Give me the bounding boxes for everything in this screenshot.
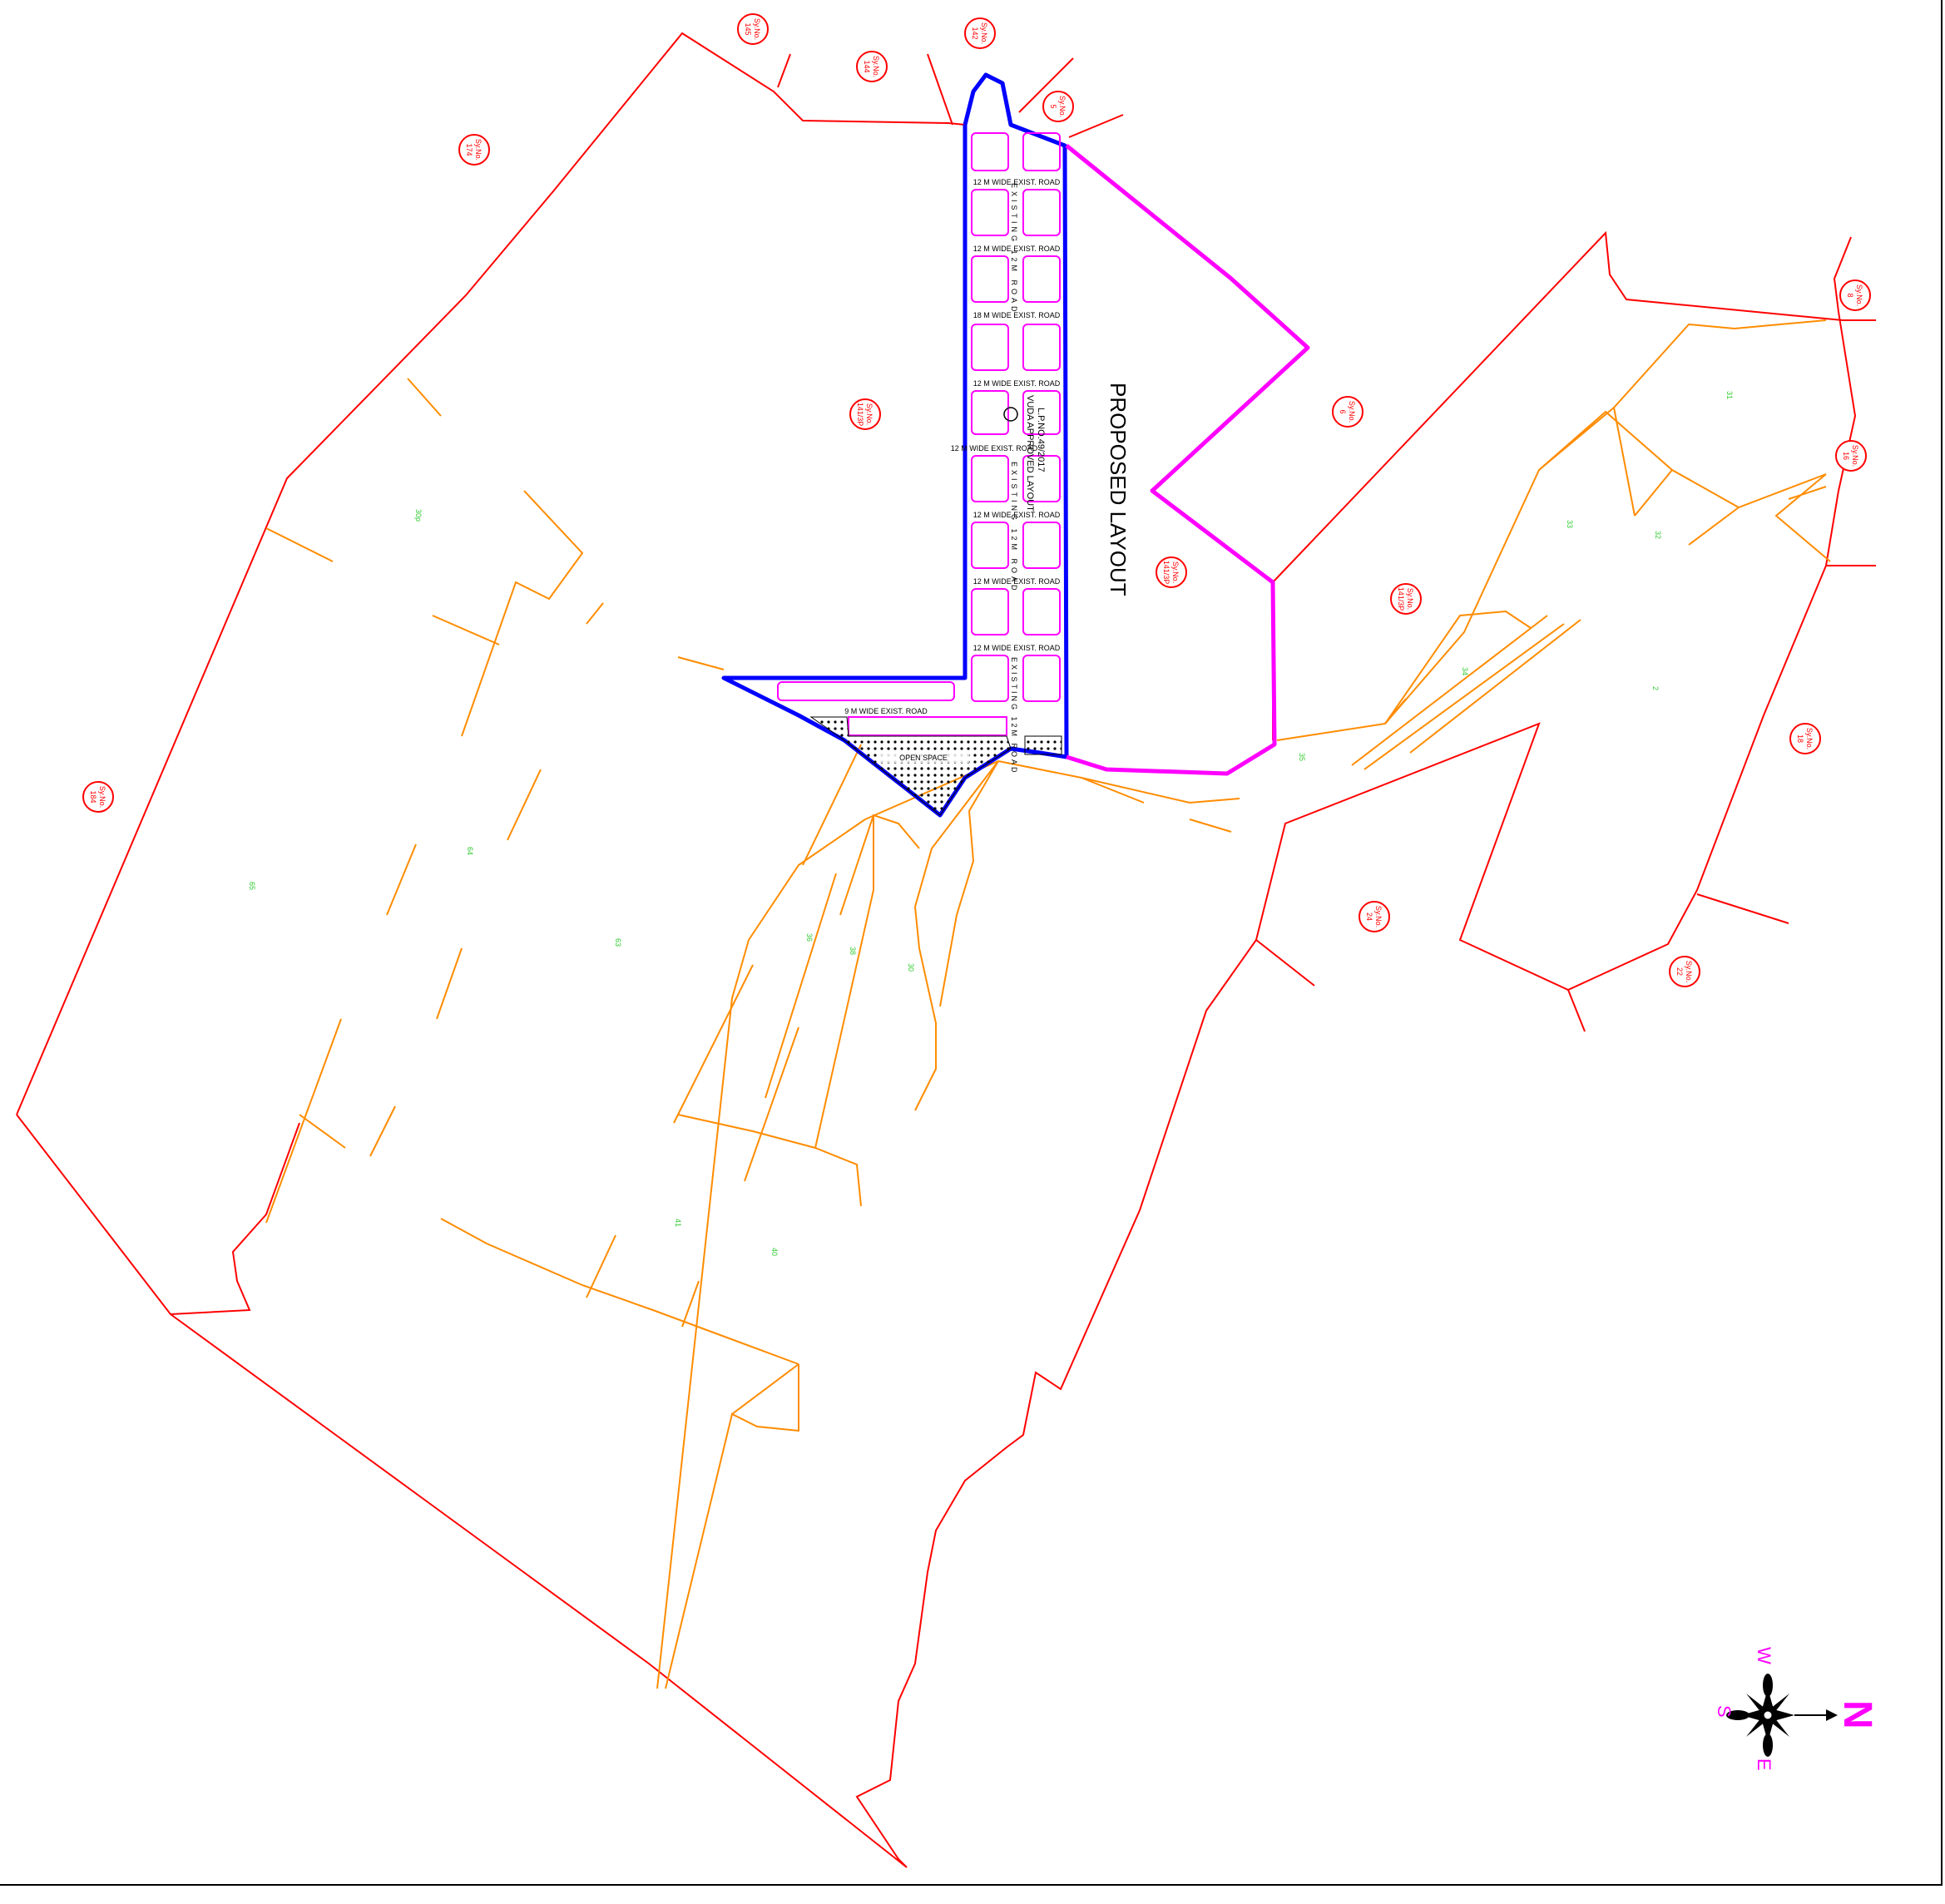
svg-text:24: 24	[1365, 912, 1373, 921]
compass-north: N	[1835, 1700, 1879, 1729]
svg-text:Sy.No.: Sy.No.	[98, 786, 106, 808]
sub-number: 30p	[414, 509, 423, 522]
sub-number: 33	[1566, 520, 1574, 528]
approved-layout-label: VUDA APPROVED LAYOUT	[1025, 395, 1035, 512]
svg-text:Sy.No.: Sy.No.	[1058, 96, 1067, 117]
sub-number: 35	[1298, 753, 1306, 761]
road-label: 12 M WIDE EXIST. ROAD	[973, 644, 1061, 652]
svg-text:Sy.No.: Sy.No.	[1851, 445, 1859, 467]
road-label: EXISTING 12M ROAD	[1010, 183, 1018, 315]
svg-text:144: 144	[863, 60, 871, 72]
road-label: 12 M WIDE EXIST. ROAD	[973, 577, 1061, 586]
svg-text:Sy.No.: Sy.No.	[1374, 906, 1383, 927]
survey-marker: Sy.No.8	[1839, 279, 1871, 311]
survey-marker: Sy.No.174	[458, 134, 490, 166]
survey-marker: Sy.No.145	[737, 13, 769, 45]
svg-text:16: 16	[1842, 452, 1850, 460]
road-label: 12 M WIDE EXIST. ROAD	[973, 379, 1061, 388]
road-label: 12 M WIDE EXIST. ROAD	[973, 178, 1061, 186]
sub-number: 38	[849, 947, 857, 955]
open-space-label: OPEN SPACE	[899, 754, 948, 762]
survey-marker: Sy.No.18	[1789, 723, 1821, 754]
road-label: EXISTING 12M ROAD	[1010, 462, 1018, 594]
compass-star-icon	[1726, 1674, 1838, 1757]
survey-marker: Sy.No.141/3P	[849, 398, 881, 430]
sub-number: 31	[1725, 391, 1734, 399]
plot-blocks	[777, 132, 1061, 736]
compass-west: W	[1754, 1647, 1774, 1664]
road-label: EXISTING 12M ROAD	[1010, 657, 1018, 775]
sub-number: 41	[674, 1219, 682, 1227]
road-label: 9 M WIDE EXIST. ROAD	[844, 707, 928, 715]
compass-south: S	[1714, 1705, 1735, 1718]
sub-division-lines	[265, 319, 1831, 1689]
sub-number: 32	[1654, 531, 1662, 539]
svg-text:145: 145	[744, 22, 752, 35]
sub-division-numbers: 30p 64 65 63 36 38 30 41 40 31 33 32 34 …	[248, 391, 1734, 1256]
svg-text:174: 174	[465, 143, 473, 156]
survey-marker: Sy.No.5	[1042, 91, 1074, 122]
compass-east: E	[1754, 1758, 1774, 1771]
svg-text:141/3P: 141/3P	[1397, 587, 1405, 611]
proposed-layout-label: PROPOSED LAYOUT	[1106, 383, 1131, 596]
sub-number: 2	[1651, 686, 1660, 690]
road-label: 12 M WIDE EXIST. ROAD	[951, 444, 1038, 453]
svg-text:142: 142	[971, 27, 979, 39]
sub-number: 34	[1461, 667, 1469, 675]
survey-boundaries	[16, 32, 1876, 1868]
sub-number: 64	[466, 847, 474, 855]
compass: N W S E	[1714, 1647, 1879, 1771]
svg-text:141/3P: 141/3P	[1162, 561, 1170, 585]
svg-text:141/3P: 141/3P	[856, 403, 864, 427]
approved-layout: OPEN SPACE 12 M WIDE EXIST. ROAD 12 M WI…	[721, 72, 1069, 818]
survey-marker: Sy.No.141/3P	[1156, 556, 1187, 588]
svg-text:Sy.No.: Sy.No.	[474, 139, 483, 161]
svg-text:5: 5	[1049, 104, 1057, 108]
road-label: 12 M WIDE EXIST. ROAD	[973, 511, 1061, 519]
approved-layout-lp: L.P.NO.49/2017	[1036, 408, 1046, 472]
svg-text:Sy.No.: Sy.No.	[1685, 961, 1693, 982]
survey-marker: Sy.No.144	[856, 51, 888, 82]
svg-text:8: 8	[1846, 293, 1854, 297]
road-label: 12 M WIDE EXIST. ROAD	[973, 245, 1061, 253]
svg-text:Sy.No.: Sy.No.	[1348, 401, 1356, 423]
road-labels: 12 M WIDE EXIST. ROAD 12 M WIDE EXIST. R…	[844, 178, 1061, 775]
survey-markers: Sy.No.145 Sy.No.142 Sy.No.144 Sy.No.5 Sy…	[82, 13, 1871, 987]
marker-circle	[1003, 407, 1018, 422]
sub-number: 65	[248, 882, 256, 890]
open-space	[809, 716, 1012, 816]
svg-text:Sy.No.: Sy.No.	[1805, 728, 1814, 749]
svg-text:18: 18	[1796, 734, 1804, 743]
road-label: 18 M WIDE EXIST. ROAD	[973, 311, 1061, 319]
svg-text:22: 22	[1675, 967, 1684, 976]
survey-marker: Sy.No.16	[1835, 440, 1867, 472]
svg-text:6: 6	[1339, 409, 1347, 413]
svg-text:Sy.No.: Sy.No.	[1855, 284, 1863, 306]
survey-marker: Sy.No.6	[1332, 396, 1363, 428]
survey-marker: Sy.No.24	[1359, 901, 1390, 932]
svg-text:Sy.No.: Sy.No.	[865, 403, 874, 425]
sub-number: 40	[770, 1248, 779, 1256]
survey-marker: Sy.No.184	[82, 781, 114, 813]
svg-text:Sy.No.: Sy.No.	[980, 22, 988, 44]
sub-number: 36	[805, 933, 814, 942]
svg-text:Sy.No.: Sy.No.	[753, 18, 761, 40]
sub-number: 30	[907, 963, 915, 972]
svg-text:Sy.No.: Sy.No.	[1171, 561, 1180, 583]
proposed-layout: PROPOSED LAYOUT	[1065, 144, 1310, 776]
sub-number: 63	[614, 938, 622, 947]
survey-marker: Sy.No.142	[964, 17, 996, 49]
svg-text:Sy.No.: Sy.No.	[872, 56, 880, 77]
survey-marker: Sy.No.22	[1669, 956, 1700, 987]
svg-text:184: 184	[89, 790, 97, 803]
open-space-small	[1024, 735, 1062, 755]
svg-text:Sy.No.: Sy.No.	[1406, 588, 1414, 610]
survey-marker: Sy.No.141/3P	[1390, 583, 1422, 615]
